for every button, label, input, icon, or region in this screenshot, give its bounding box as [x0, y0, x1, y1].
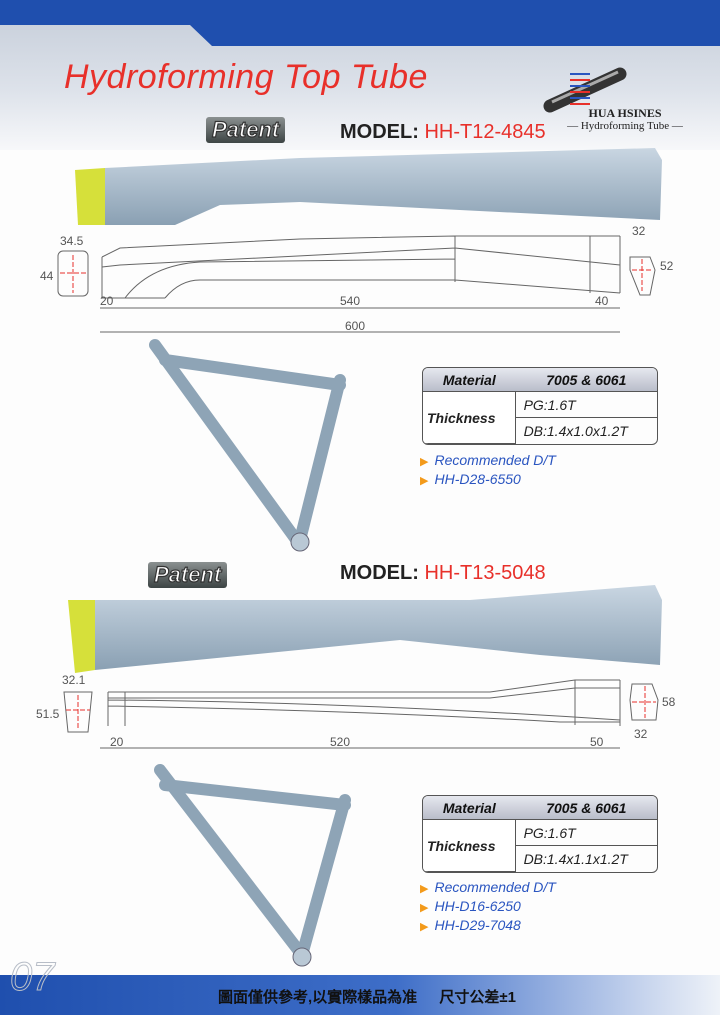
thickness-label: Thickness: [423, 820, 516, 872]
triangle-bullet-icon: ▶: [420, 921, 429, 933]
recommended-list-1: ▶ Recommended D/T ▶ HH-D28-6550: [420, 452, 556, 490]
recommended-heading: Recommended D/T: [434, 452, 556, 468]
thickness-label: Thickness: [423, 392, 516, 444]
page-number: 07: [10, 955, 55, 1000]
triangle-bullet-icon: ▶: [420, 475, 429, 487]
dim-seg1: 20: [110, 735, 124, 749]
recommended-item: HH-D16-6250: [434, 898, 521, 914]
material-label: Material: [423, 368, 516, 392]
dim-front-width: 32: [634, 727, 648, 741]
dim-end-height: 44: [40, 269, 54, 283]
frame-render-2: [154, 764, 351, 967]
dim-end-width: 34.5: [60, 234, 84, 248]
dim-seg3: 40: [595, 294, 609, 308]
recommended-item: HH-D28-6550: [434, 471, 521, 487]
brand-name: HUA HSINES: [588, 106, 662, 120]
model-label: MODEL:: [340, 562, 419, 584]
recommended-item: HH-D29-7048: [434, 917, 521, 933]
tube-render-1: [75, 148, 662, 225]
patent-badge: Patent: [206, 116, 286, 143]
recommended-list-2: ▶ Recommended D/T ▶ HH-D16-6250 ▶ HH-D29-70…: [420, 879, 556, 936]
model-number: HH-T12-4845: [424, 121, 546, 143]
recommended-heading: Recommended D/T: [434, 879, 556, 895]
thickness-db: DB:1.4x1.1x1.2T: [523, 851, 628, 867]
frame-render-1: [149, 339, 346, 552]
dim-end-height: 51.5: [36, 707, 60, 721]
dim-total: 600: [345, 319, 365, 333]
dim-end-width: 32.1: [62, 673, 86, 687]
material-value: 7005 & 6061: [515, 796, 657, 820]
footer-band: [0, 975, 720, 1015]
model-number: HH-T13-5048: [424, 562, 546, 584]
dim-seg3: 50: [590, 735, 604, 749]
dim-seg2: 520: [330, 735, 350, 749]
model-label: MODEL:: [340, 121, 419, 143]
model-heading: MODEL: HH-T12-4845: [340, 121, 546, 144]
page-title: Hydroforming Top Tube: [64, 58, 428, 96]
material-value: 7005 & 6061: [515, 368, 657, 392]
tube-render-2: [68, 585, 662, 673]
dim-front-width: 32: [632, 225, 646, 238]
triangle-bullet-icon: ▶: [420, 456, 429, 468]
technical-drawing-2: 32.1 51.5 32 58 20 520 50: [36, 673, 676, 749]
brand-subtitle: — Hydroforming Tube —: [567, 120, 683, 132]
patent-badge: Patent: [148, 561, 228, 588]
tube-logo-icon: [543, 67, 627, 113]
material-label: Material: [423, 796, 516, 820]
triangle-bullet-icon: ▶: [420, 883, 429, 895]
dim-seg2: 540: [340, 294, 360, 308]
thickness-pg: PG:1.6T: [515, 820, 657, 846]
dim-front-height: 58: [662, 695, 676, 709]
footer-note: 圖面僅供參考,以實際樣品為准 尺寸公差±1: [218, 989, 516, 1006]
triangle-bullet-icon: ▶: [420, 902, 429, 914]
thickness-pg: PG:1.6T: [515, 392, 657, 418]
technical-drawing-1: 34.5 44 32 52 20 540 40 600: [40, 225, 674, 333]
model-heading: MODEL: HH-T13-5048: [340, 562, 546, 585]
brand-logo: HUA HSINES — Hydroforming Tube —: [540, 66, 710, 136]
thickness-db: DB:1.4x1.0x1.2T: [523, 423, 628, 439]
dim-front-height: 52: [660, 259, 674, 273]
dim-seg1: 20: [100, 294, 114, 308]
